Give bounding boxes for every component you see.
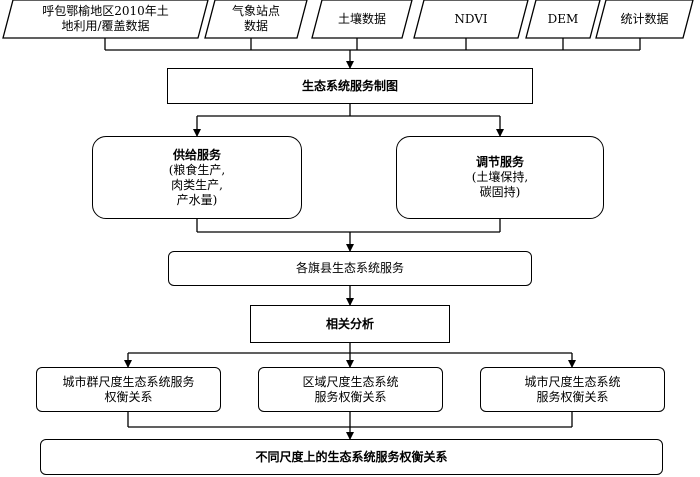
- regulating-services-box: 调节服务 (土壤保持, 碳固持): [396, 136, 604, 219]
- input-landuse-data: 呼包鄂榆地区2010年土 地利用/覆盖数据: [8, 0, 203, 38]
- result-label: 不同尺度上的生态系统服务权衡关系: [255, 449, 448, 464]
- scale-1-line1: 城市群尺度生态系统服务: [62, 374, 195, 389]
- input-shape-soil: [311, 0, 413, 39]
- mapping-label: 生态系统服务制图: [301, 78, 398, 93]
- scale-1-line2: 权衡关系: [104, 389, 153, 404]
- input-soil-data: 土壤数据: [317, 0, 407, 38]
- input-dem: DEM: [531, 0, 595, 38]
- supply-line-3: 产水量): [176, 192, 218, 207]
- input-shape-dem: [525, 0, 601, 39]
- input-dem-label: DEM: [547, 11, 579, 26]
- scale-2-line1: 区域尺度生态系统: [302, 374, 399, 389]
- input-soil-label: 土壤数据: [337, 11, 386, 26]
- county-label: 各旗县生态系统服务: [295, 261, 404, 275]
- input-landuse-line2: 地利用/覆盖数据: [61, 19, 150, 33]
- city-scale-box: 城市尺度生态系统 服务权衡关系: [480, 367, 665, 412]
- multi-scale-tradeoff-result-box: 不同尺度上的生态系统服务权衡关系: [40, 439, 663, 475]
- input-shape-landuse: [2, 0, 209, 39]
- input-weather-station-data: 气象站点 数据: [210, 0, 302, 38]
- input-ndvi-label: NDVI: [454, 11, 488, 26]
- input-landuse-line1: 呼包鄂榆地区2010年土: [42, 4, 169, 18]
- scale-3-line1: 城市尺度生态系统: [524, 374, 621, 389]
- supply-services-box: 供给服务 (粮食生产, 肉类生产, 产水量): [92, 136, 302, 219]
- input-shape-weather: [204, 0, 308, 39]
- input-weather-line1: 气象站点: [231, 4, 280, 18]
- ecosystem-service-mapping-box: 生态系统服务制图: [167, 68, 533, 104]
- input-shape-stats: [595, 0, 694, 39]
- regional-scale-box: 区域尺度生态系统 服务权衡关系: [258, 367, 443, 412]
- urban-agglomeration-scale-box: 城市群尺度生态系统服务 权衡关系: [36, 367, 221, 412]
- supply-line-2: 肉类生产,: [171, 177, 223, 192]
- input-weather-line2: 数据: [243, 19, 268, 33]
- supply-line-1: (粮食生产,: [168, 162, 226, 177]
- county-ecosystem-services-box: 各旗县生态系统服务: [168, 251, 532, 286]
- scale-3-line2: 服务权衡关系: [536, 389, 609, 404]
- correlation-analysis-box: 相关分析: [250, 305, 450, 343]
- correlation-label: 相关分析: [325, 316, 374, 331]
- regulating-title: 调节服务: [475, 155, 524, 169]
- input-stats-label: 统计数据: [620, 11, 669, 26]
- supply-title: 供给服务: [172, 147, 221, 162]
- regulating-line-1: (土壤保持,: [471, 170, 529, 184]
- input-statistics-data: 统计数据: [601, 0, 688, 38]
- input-shape-ndvi: [413, 0, 529, 39]
- input-ndvi: NDVI: [419, 0, 523, 38]
- regulating-line-2: 碳固持): [479, 185, 521, 199]
- scale-2-line2: 服务权衡关系: [314, 389, 387, 404]
